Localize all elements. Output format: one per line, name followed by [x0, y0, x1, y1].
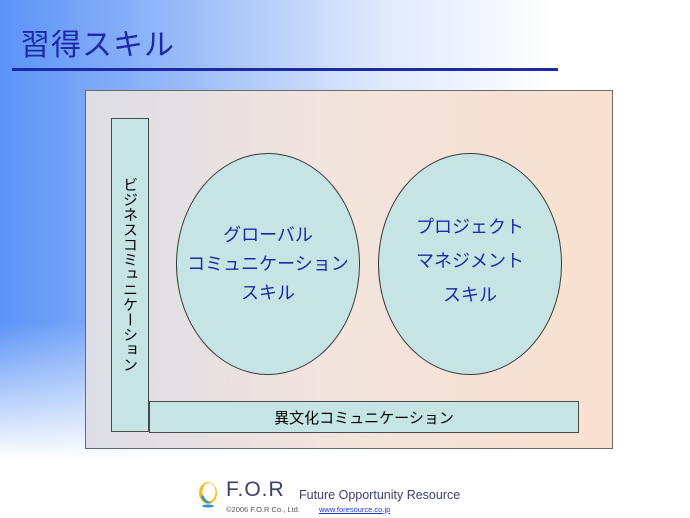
footer-tagline: Future Opportunity Resource [299, 488, 461, 502]
slide-title: 習得スキル [20, 28, 175, 63]
footer-copyright: ©2006 F.O.R Co., Ltd. [226, 505, 300, 514]
circle-right-line2: マネジメント [416, 251, 524, 272]
circle-left-line3: スキル [241, 283, 295, 304]
circle-left-line1: グローバル [223, 225, 313, 246]
intercultural-communication-bar: 異文化コミュニケーション [149, 401, 579, 433]
horizontal-bar-label: 異文化コミュニケーション [274, 408, 454, 427]
circle-right-label: プロジェクト マネジメント スキル [379, 211, 561, 313]
title-underline [12, 68, 558, 71]
business-communication-bar: ビジネスコミュニケーション [111, 118, 149, 432]
circle-right-line3: スキル [443, 285, 497, 306]
circle-right-line1: プロジェクト [416, 217, 524, 238]
vertical-bar-label: ビジネスコミュニケーション [121, 177, 139, 372]
project-management-circle: プロジェクト マネジメント スキル [378, 153, 562, 375]
circle-left-label: グローバル コミュニケーション スキル [177, 221, 359, 308]
circle-left-line2: コミュニケーション [187, 254, 349, 275]
global-communication-circle: グローバル コミュニケーション スキル [176, 153, 360, 375]
for-logo-icon [199, 482, 217, 508]
footer-website-link[interactable]: www.foresource.co.jp [319, 505, 391, 514]
footer-brand: F.O.R [226, 478, 285, 501]
